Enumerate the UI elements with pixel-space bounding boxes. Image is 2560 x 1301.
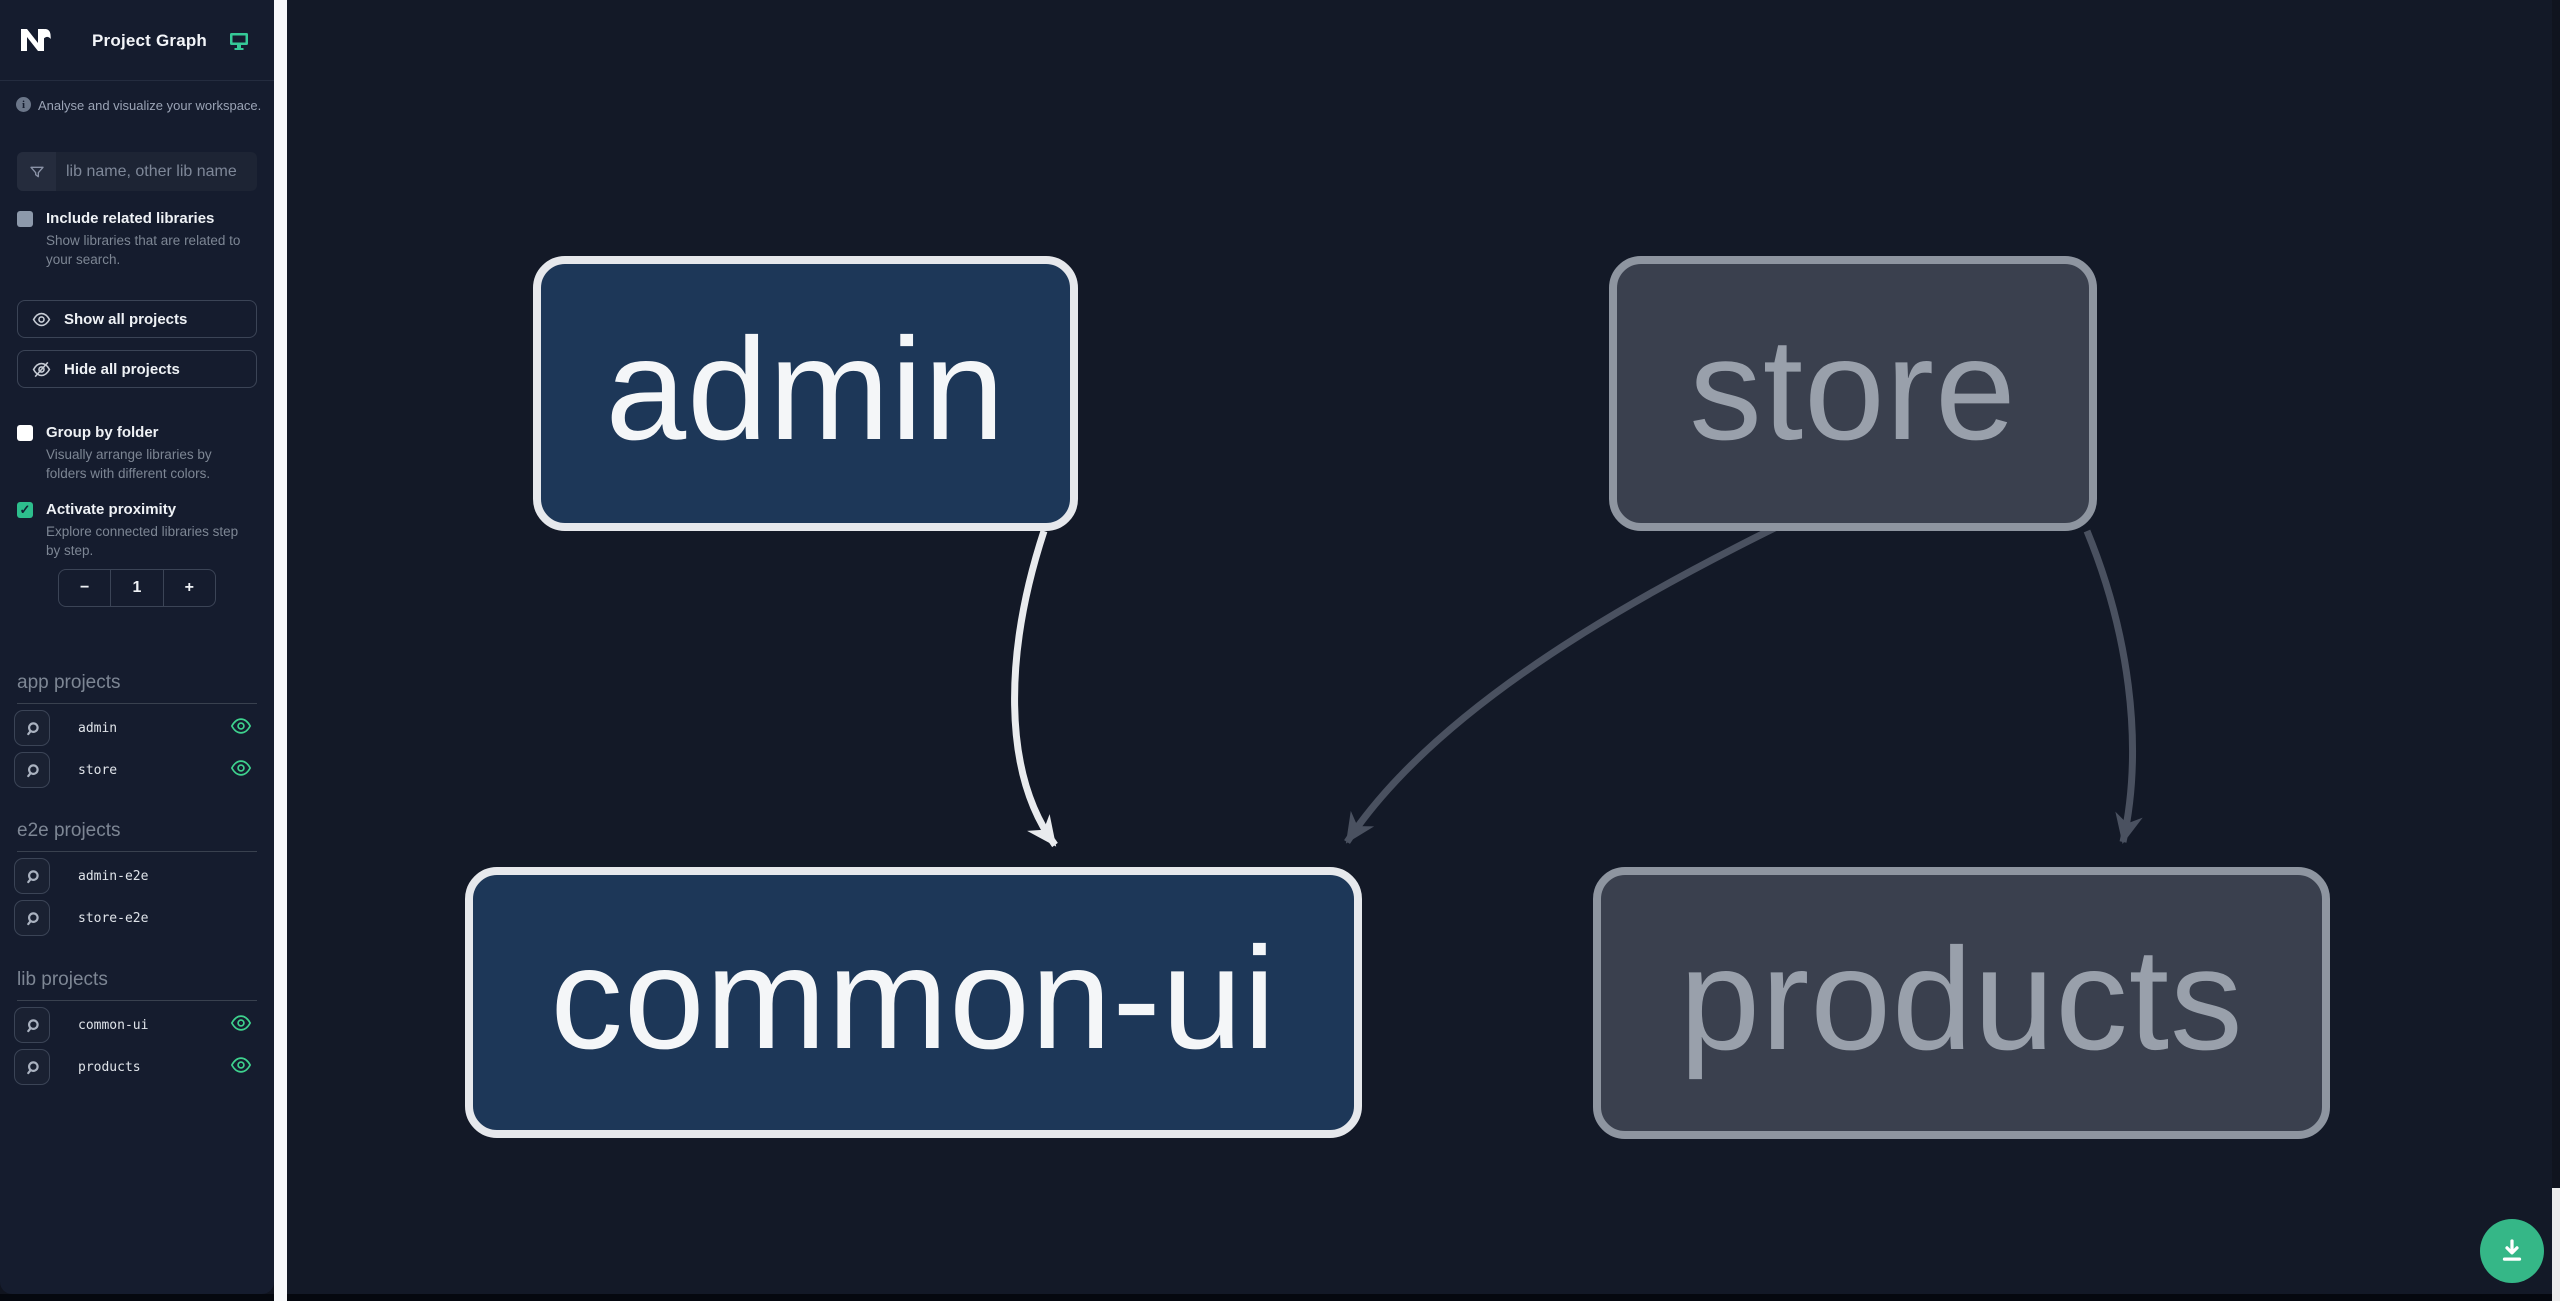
vertical-scrollbar-thumb[interactable] — [2552, 1188, 2560, 1301]
focus-pin-icon[interactable] — [14, 1007, 50, 1043]
node-label: products — [1679, 917, 2244, 1080]
proximity-increment-button[interactable]: + — [162, 570, 215, 606]
hide-all-projects-button[interactable]: Hide all projects — [17, 350, 257, 388]
graph-node-admin[interactable]: admin — [533, 256, 1078, 531]
show-all-projects-button[interactable]: Show all projects — [17, 300, 257, 338]
node-label: admin — [605, 308, 1006, 470]
section-title-lib-projects: lib projects — [17, 969, 257, 1001]
project-row-admin-e2e[interactable]: admin-e2e — [14, 858, 260, 894]
project-row-common-ui[interactable]: common-ui — [14, 1007, 260, 1043]
activate-proximity-label: Activate proximity — [46, 501, 177, 518]
filter-input-group — [17, 152, 257, 191]
sidebar: Project Graph i Analyse and visualize yo… — [0, 0, 274, 1294]
tagline-text: Analyse and visualize your workspace. — [38, 98, 262, 113]
sidebar-header: Project Graph — [0, 0, 274, 81]
toggle-visibility-eye-icon[interactable] — [230, 1054, 254, 1081]
graph-node-products[interactable]: products — [1593, 867, 2330, 1139]
include-related-desc: Show libraries that are related to your … — [46, 233, 241, 267]
graph-canvas[interactable]: admin store common-ui products — [287, 0, 2552, 1294]
graph-node-common-ui[interactable]: common-ui — [465, 867, 1362, 1138]
group-by-folder-checkbox[interactable] — [17, 425, 33, 441]
project-name: admin-e2e — [78, 868, 149, 884]
include-related-label: Include related libraries — [46, 210, 215, 227]
activate-proximity-desc: Explore connected libraries step by step… — [46, 524, 239, 558]
activate-proximity-checkbox[interactable]: ✓ — [17, 502, 33, 518]
monitor-icon[interactable] — [227, 29, 251, 53]
activate-proximity-option[interactable]: ✓ Activate proximity Explore connected l… — [17, 501, 257, 560]
funnel-icon — [17, 152, 56, 191]
include-related-checkbox[interactable] — [17, 211, 33, 227]
proximity-decrement-button[interactable]: − — [79, 579, 90, 596]
sidebar-resize-divider[interactable] — [274, 0, 287, 1301]
project-name: admin — [78, 720, 118, 736]
download-icon — [2502, 1239, 2522, 1261]
info-icon: i — [16, 97, 31, 112]
section-title-e2e-projects: e2e projects — [17, 820, 257, 852]
project-name: common-ui — [78, 1017, 149, 1033]
toggle-visibility-eye-icon[interactable] — [230, 715, 254, 742]
project-name: products — [78, 1059, 141, 1075]
nx-logo-icon — [21, 28, 51, 51]
node-label: common-ui — [550, 917, 1277, 1079]
workspace-tagline: i Analyse and visualize your workspace. — [16, 97, 264, 113]
node-label: store — [1689, 308, 2017, 470]
hide-all-projects-label: Hide all projects — [64, 360, 180, 378]
toggle-visibility-eye-icon[interactable] — [230, 1012, 254, 1039]
eye-icon — [32, 312, 51, 326]
proximity-stepper: − 1 + — [58, 569, 216, 607]
toggle-visibility-eye-icon[interactable] — [230, 757, 254, 784]
focus-pin-icon[interactable] — [14, 858, 50, 894]
project-row-store[interactable]: store — [14, 752, 260, 788]
filter-input[interactable] — [56, 152, 257, 191]
project-row-admin[interactable]: admin — [14, 710, 260, 746]
focus-pin-icon[interactable] — [14, 1049, 50, 1085]
proximity-value: 1 — [110, 570, 162, 606]
eye-off-icon — [32, 361, 51, 377]
show-all-projects-label: Show all projects — [64, 310, 188, 328]
group-by-folder-desc: Visually arrange libraries by folders wi… — [46, 447, 212, 481]
include-related-option[interactable]: Include related libraries Show libraries… — [17, 210, 257, 269]
horizontal-scrollbar-track[interactable] — [0, 1294, 2560, 1301]
focus-pin-icon[interactable] — [14, 900, 50, 936]
section-title-app-projects: app projects — [17, 672, 257, 704]
group-by-folder-label: Group by folder — [46, 424, 159, 441]
edge-admin-to-common-ui — [1011, 529, 1058, 848]
focus-pin-icon[interactable] — [14, 710, 50, 746]
project-row-store-e2e[interactable]: store-e2e — [14, 900, 260, 936]
edge-store-to-products — [2083, 529, 2143, 844]
project-name: store — [78, 762, 118, 778]
project-row-products[interactable]: products — [14, 1049, 260, 1085]
group-by-folder-option[interactable]: Group by folder Visually arrange librari… — [17, 424, 257, 483]
download-graph-button[interactable] — [2480, 1219, 2544, 1283]
focus-pin-icon[interactable] — [14, 752, 50, 788]
page-title: Project Graph — [92, 31, 208, 50]
project-name: store-e2e — [78, 910, 149, 926]
graph-node-store[interactable]: store — [1609, 256, 2097, 531]
